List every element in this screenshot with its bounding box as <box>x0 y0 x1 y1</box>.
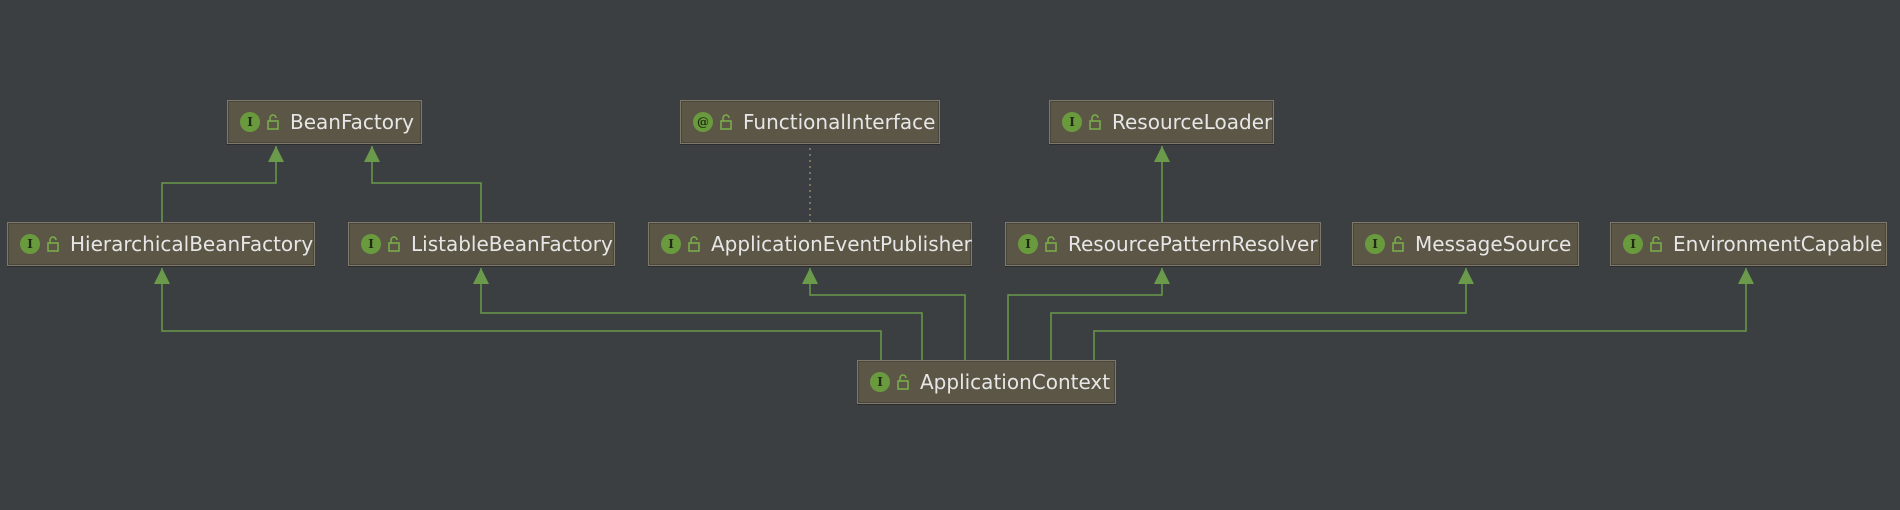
interface-icon: I <box>870 372 890 392</box>
node-message-source[interactable]: I MessageSource <box>1352 222 1579 266</box>
lock-icon <box>267 114 279 130</box>
annotation-icon: @ <box>693 112 713 132</box>
node-label: ApplicationContext <box>920 370 1111 394</box>
edge-listable-to-beanfactory <box>371 146 482 222</box>
lock-icon <box>1045 236 1057 252</box>
lock-icon <box>1089 114 1101 130</box>
lock-icon <box>688 236 700 252</box>
node-application-event-publisher[interactable]: I ApplicationEventPublisher <box>648 222 972 266</box>
arrowhead <box>1458 268 1474 284</box>
lock-icon <box>720 114 732 130</box>
node-label: ResourcePatternResolver <box>1068 232 1318 256</box>
lock-icon <box>388 236 400 252</box>
arrowhead <box>154 268 170 284</box>
node-label: ResourceLoader <box>1112 110 1273 134</box>
lock-icon <box>1392 236 1404 252</box>
arrowhead <box>1738 268 1754 284</box>
node-bean-factory[interactable]: I BeanFactory <box>227 100 422 144</box>
edge-hierarchical-to-beanfactory <box>161 146 277 222</box>
node-listable-bean-factory[interactable]: I ListableBeanFactory <box>348 222 615 266</box>
node-resource-pattern-resolver[interactable]: I ResourcePatternResolver <box>1005 222 1321 266</box>
arrowhead <box>268 146 284 162</box>
node-label: HierarchicalBeanFactory <box>70 232 314 256</box>
edge-context-to-patternresolver <box>1007 268 1163 360</box>
node-functional-interface[interactable]: @ FunctionalInterface <box>680 100 940 144</box>
node-label: ApplicationEventPublisher <box>711 232 972 256</box>
interface-icon: I <box>1623 234 1643 254</box>
arrowhead <box>1154 146 1170 162</box>
lock-icon <box>897 374 909 390</box>
node-hierarchical-bean-factory[interactable]: I HierarchicalBeanFactory <box>7 222 315 266</box>
interface-icon: I <box>361 234 381 254</box>
node-label: FunctionalInterface <box>743 110 936 134</box>
interface-icon: I <box>20 234 40 254</box>
interface-icon: I <box>1018 234 1038 254</box>
interface-icon: I <box>1062 112 1082 132</box>
arrowhead <box>802 268 818 284</box>
edge-context-to-environmentcapable <box>1093 268 1747 360</box>
lock-icon <box>1650 236 1662 252</box>
edge-context-to-listable <box>480 268 923 360</box>
edge-context-to-publisher <box>809 268 966 360</box>
interface-icon: I <box>240 112 260 132</box>
arrowhead <box>1154 268 1170 284</box>
interface-icon: I <box>661 234 681 254</box>
node-environment-capable[interactable]: I EnvironmentCapable <box>1610 222 1887 266</box>
node-label: MessageSource <box>1415 232 1572 256</box>
edge-context-to-hierarchical <box>161 268 882 360</box>
arrowhead <box>364 146 380 162</box>
node-label: EnvironmentCapable <box>1673 232 1883 256</box>
node-application-context[interactable]: I ApplicationContext <box>857 360 1116 404</box>
node-resource-loader[interactable]: I ResourceLoader <box>1049 100 1274 144</box>
edge-context-to-messagesource <box>1050 268 1467 360</box>
arrowhead <box>473 268 489 284</box>
interface-icon: I <box>1365 234 1385 254</box>
node-label: BeanFactory <box>290 110 415 134</box>
lock-icon <box>47 236 59 252</box>
node-label: ListableBeanFactory <box>411 232 613 256</box>
